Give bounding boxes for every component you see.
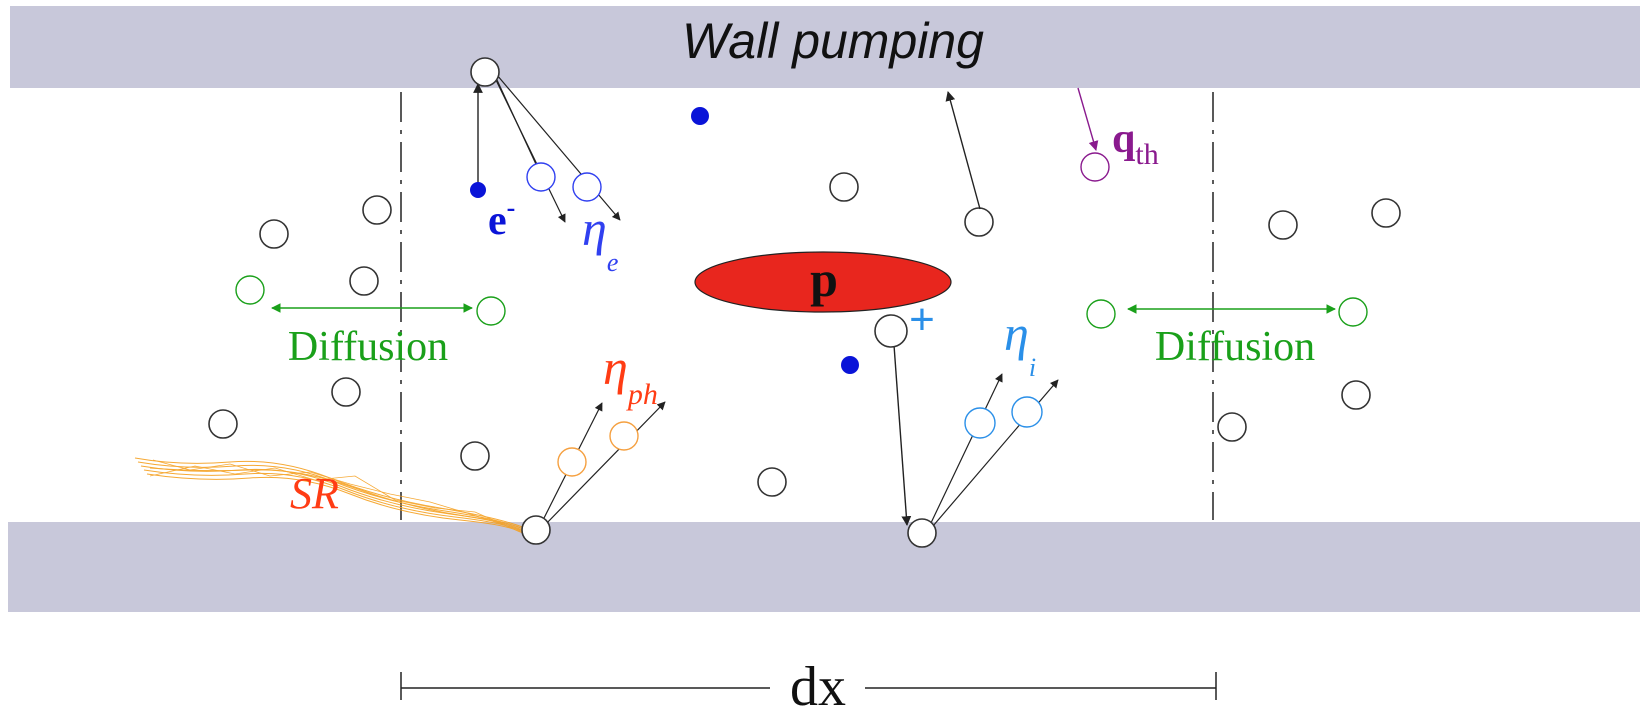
diffusion-molecule	[476, 296, 506, 326]
diffusion-label-right: Diffusion	[1155, 324, 1315, 370]
gas-molecule	[208, 409, 238, 439]
gas-molecule	[1341, 380, 1371, 410]
ionized-molecule	[874, 314, 908, 348]
eta-ph-desorption-line	[542, 401, 666, 528]
proton-beam	[694, 251, 952, 313]
photon-impact-molecule	[521, 515, 551, 545]
wall-impact-molecule	[907, 518, 937, 548]
gas-molecule	[259, 219, 289, 249]
eta-i-desorbed-molecule	[1011, 396, 1043, 428]
eta-i-desorption-line	[929, 373, 1003, 526]
pumping-arrow	[945, 91, 981, 210]
diffusion-molecule	[235, 275, 265, 305]
diffusion-molecule	[1086, 299, 1116, 329]
gas-molecule	[829, 172, 859, 202]
gas-molecule	[1371, 198, 1401, 228]
dx-label: dx	[790, 656, 846, 710]
eta-ph-desorbed-molecule	[609, 421, 639, 451]
eta-e-desorption-line	[496, 79, 542, 176]
eta-e-desorbed-molecule	[526, 162, 556, 192]
electron-dot	[841, 356, 859, 374]
eta-e-desorption-line	[496, 74, 621, 221]
gas-molecule	[1268, 210, 1298, 240]
eta-e-label: ηe	[582, 200, 618, 277]
gas-molecule	[349, 266, 379, 296]
eta-i-desorption-line	[932, 379, 1059, 527]
top-wall	[10, 6, 1640, 88]
gas-molecule	[757, 467, 787, 497]
proton-beam-label: p	[810, 251, 838, 307]
gas-molecules	[208, 172, 1401, 497]
gas-molecule	[331, 377, 361, 407]
bottom-wall	[8, 522, 1640, 612]
sr-label: SR	[290, 469, 339, 518]
electron-dot	[691, 107, 709, 125]
eta-ph-desorbed-molecule	[557, 447, 587, 477]
thermal-desorbed-molecule	[1080, 152, 1110, 182]
eta-i-label: ηi	[1004, 305, 1036, 382]
q-th-label: qth	[1112, 116, 1159, 171]
diffusion-label-left: Diffusion	[288, 324, 448, 370]
ion-charge-label: +	[909, 295, 935, 344]
ion-path-arrow	[893, 344, 912, 526]
gas-molecule	[362, 195, 392, 225]
electron-dot	[470, 182, 486, 198]
eta-i-desorbed-molecule	[964, 407, 996, 439]
wall-adsorbed-molecule	[470, 57, 500, 87]
thermal-desorption-arrow	[1077, 87, 1099, 151]
gas-molecule	[460, 441, 490, 471]
synchrotron-radiation-fan	[134, 457, 527, 537]
gas-molecule	[1217, 412, 1247, 442]
eta-ph-label: ηph	[603, 339, 658, 411]
electron-label: e-	[488, 193, 515, 244]
diffusion-molecule	[1338, 297, 1368, 327]
gas-molecule	[964, 207, 994, 237]
eta-e-desorbed-molecule	[572, 172, 602, 202]
wall-pumping-label: Wall pumping	[682, 13, 984, 69]
